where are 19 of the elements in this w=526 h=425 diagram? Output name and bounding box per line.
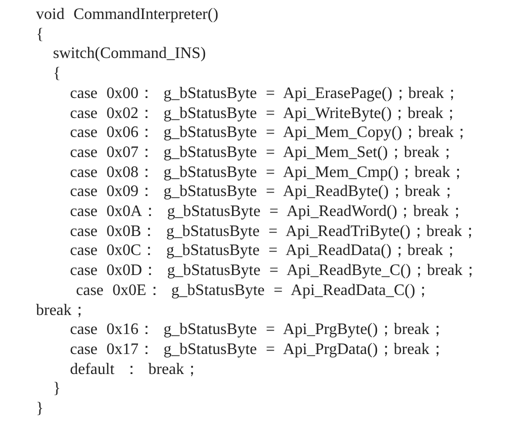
case-statement-line: case 0x0B： g_bStatusByte = Api_ReadTriByte()；break； [70,222,478,242]
case-statement-line: case 0x0C： g_bStatusByte = Api_ReadData()；break； [70,241,459,262]
case-statement-line: case 0x0D： g_bStatusByte = Api_ReadByte_C()；break； [70,261,479,281]
default-case-line: default ： break； [70,360,200,380]
case-statement-line: case 0x00： g_bStatusByte = Api_ErasePage()；break； [70,84,460,104]
opening-brace: { [36,24,44,44]
case-statement-line: case 0x16： g_bStatusByte = Api_PrgByte()；break； [70,320,446,340]
closing-brace: } [36,399,44,419]
case-statement-line: case 0x08： g_bStatusByte = Api_Mem_Cmp()；break； [70,162,466,182]
case-statement-line: case 0x0A： g_bStatusByte = Api_ReadWord()；break； [70,202,465,222]
case-statement-line: case 0x02： g_bStatusByte = Api_WriteByte()；break； [70,104,460,124]
case-statement-line: case 0x06： g_bStatusByte = Api_Mem_Copy()；break； [70,123,470,143]
function-signature: void CommandInterpreter() [36,5,218,25]
case-statement-line: case 0x17： g_bStatusByte = Api_PrgData()；break； [70,340,446,360]
closing-brace: } [53,379,61,399]
case-statement-line: case 0x09： g_bStatusByte = Api_ReadByte()；break； [70,182,456,202]
opening-brace: { [53,64,61,84]
switch-statement: switch(Command_INS) [53,44,206,64]
case-statement-line: case 0x07： g_bStatusByte = Api_Mem_Set()；break； [70,142,456,163]
